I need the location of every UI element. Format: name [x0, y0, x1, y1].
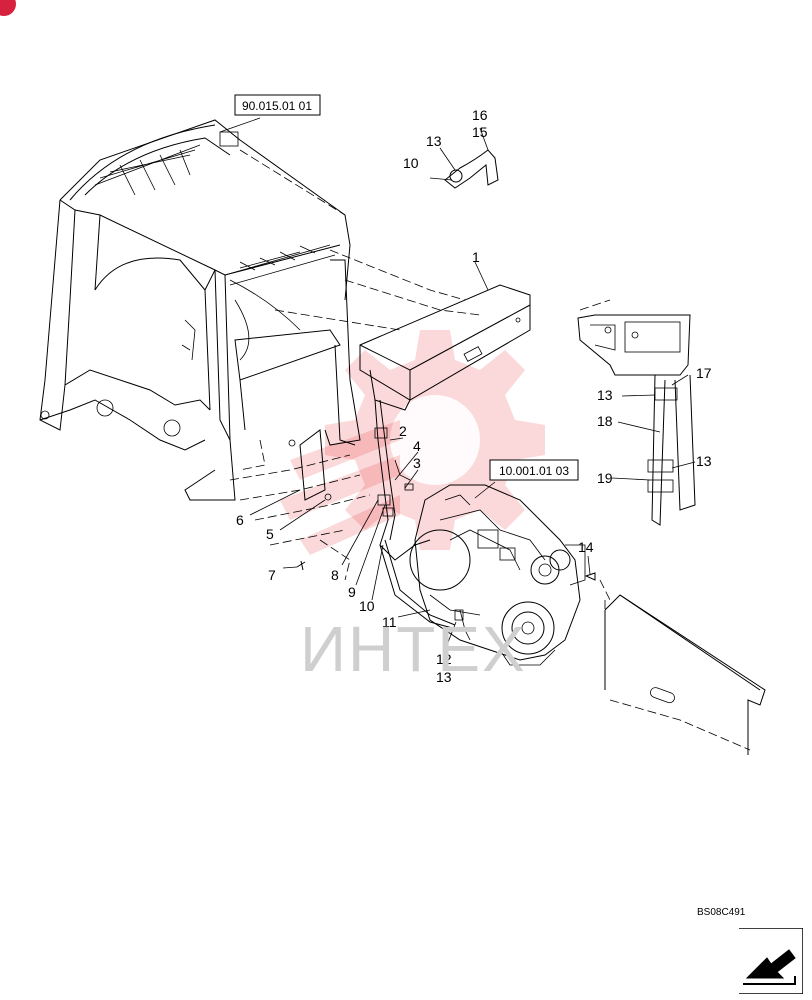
callout-3: 3 [413, 455, 421, 471]
engine-assembly [409, 484, 586, 666]
callout-1: 1 [472, 249, 480, 265]
callout-13c: 13 [597, 387, 613, 403]
bracket-parts [288, 429, 332, 571]
svg-text:10.001.01 03: 10.001.01 03 [499, 464, 569, 478]
panel-part-14 [584, 572, 766, 755]
callout-19: 19 [597, 470, 613, 486]
callout-16: 16 [472, 107, 488, 123]
callout-7: 7 [268, 567, 276, 583]
callout-17: 17 [696, 365, 712, 381]
callout-4: 4 [413, 438, 421, 454]
reference-box-engine[interactable]: 10.001.01 03 [489, 459, 579, 481]
callout-10b: 10 [359, 598, 375, 614]
leader-lines [219, 117, 696, 651]
callout-18: 18 [597, 413, 613, 429]
callout-11: 11 [382, 614, 397, 630]
callout-13d: 13 [696, 453, 712, 469]
cover-part-1 [359, 284, 531, 411]
callout-12: 12 [436, 651, 452, 667]
callout-2: 2 [399, 423, 407, 439]
reference-box-cab[interactable]: 90.015.01 01 [234, 94, 321, 116]
svg-text:90.015.01 01: 90.015.01 01 [242, 99, 312, 113]
side-panel-detail [577, 314, 696, 526]
callout-14: 14 [578, 539, 594, 555]
callout-13: 13 [426, 133, 442, 149]
callout-6: 6 [236, 512, 244, 528]
callout-13b: 13 [436, 669, 452, 685]
watermark-text: ИНТЕХ [300, 613, 527, 685]
cab-frame [39, 119, 361, 501]
cable-harness [374, 399, 461, 631]
callout-numbers: 16 15 13 10 1 2 4 3 6 5 7 8 9 10 11 12 1… [236, 107, 712, 685]
drawing-code: BS08C491 [697, 907, 746, 918]
hose-detail [429, 149, 499, 189]
callout-9: 9 [348, 584, 356, 600]
corner-badge-icon[interactable] [0, 0, 16, 16]
next-page-arrow-icon[interactable] [737, 928, 803, 994]
callout-8: 8 [331, 567, 339, 583]
callout-5: 5 [266, 526, 274, 542]
callout-15: 15 [472, 124, 488, 140]
callout-10: 10 [403, 155, 419, 171]
gear-logo-icon [280, 330, 545, 555]
